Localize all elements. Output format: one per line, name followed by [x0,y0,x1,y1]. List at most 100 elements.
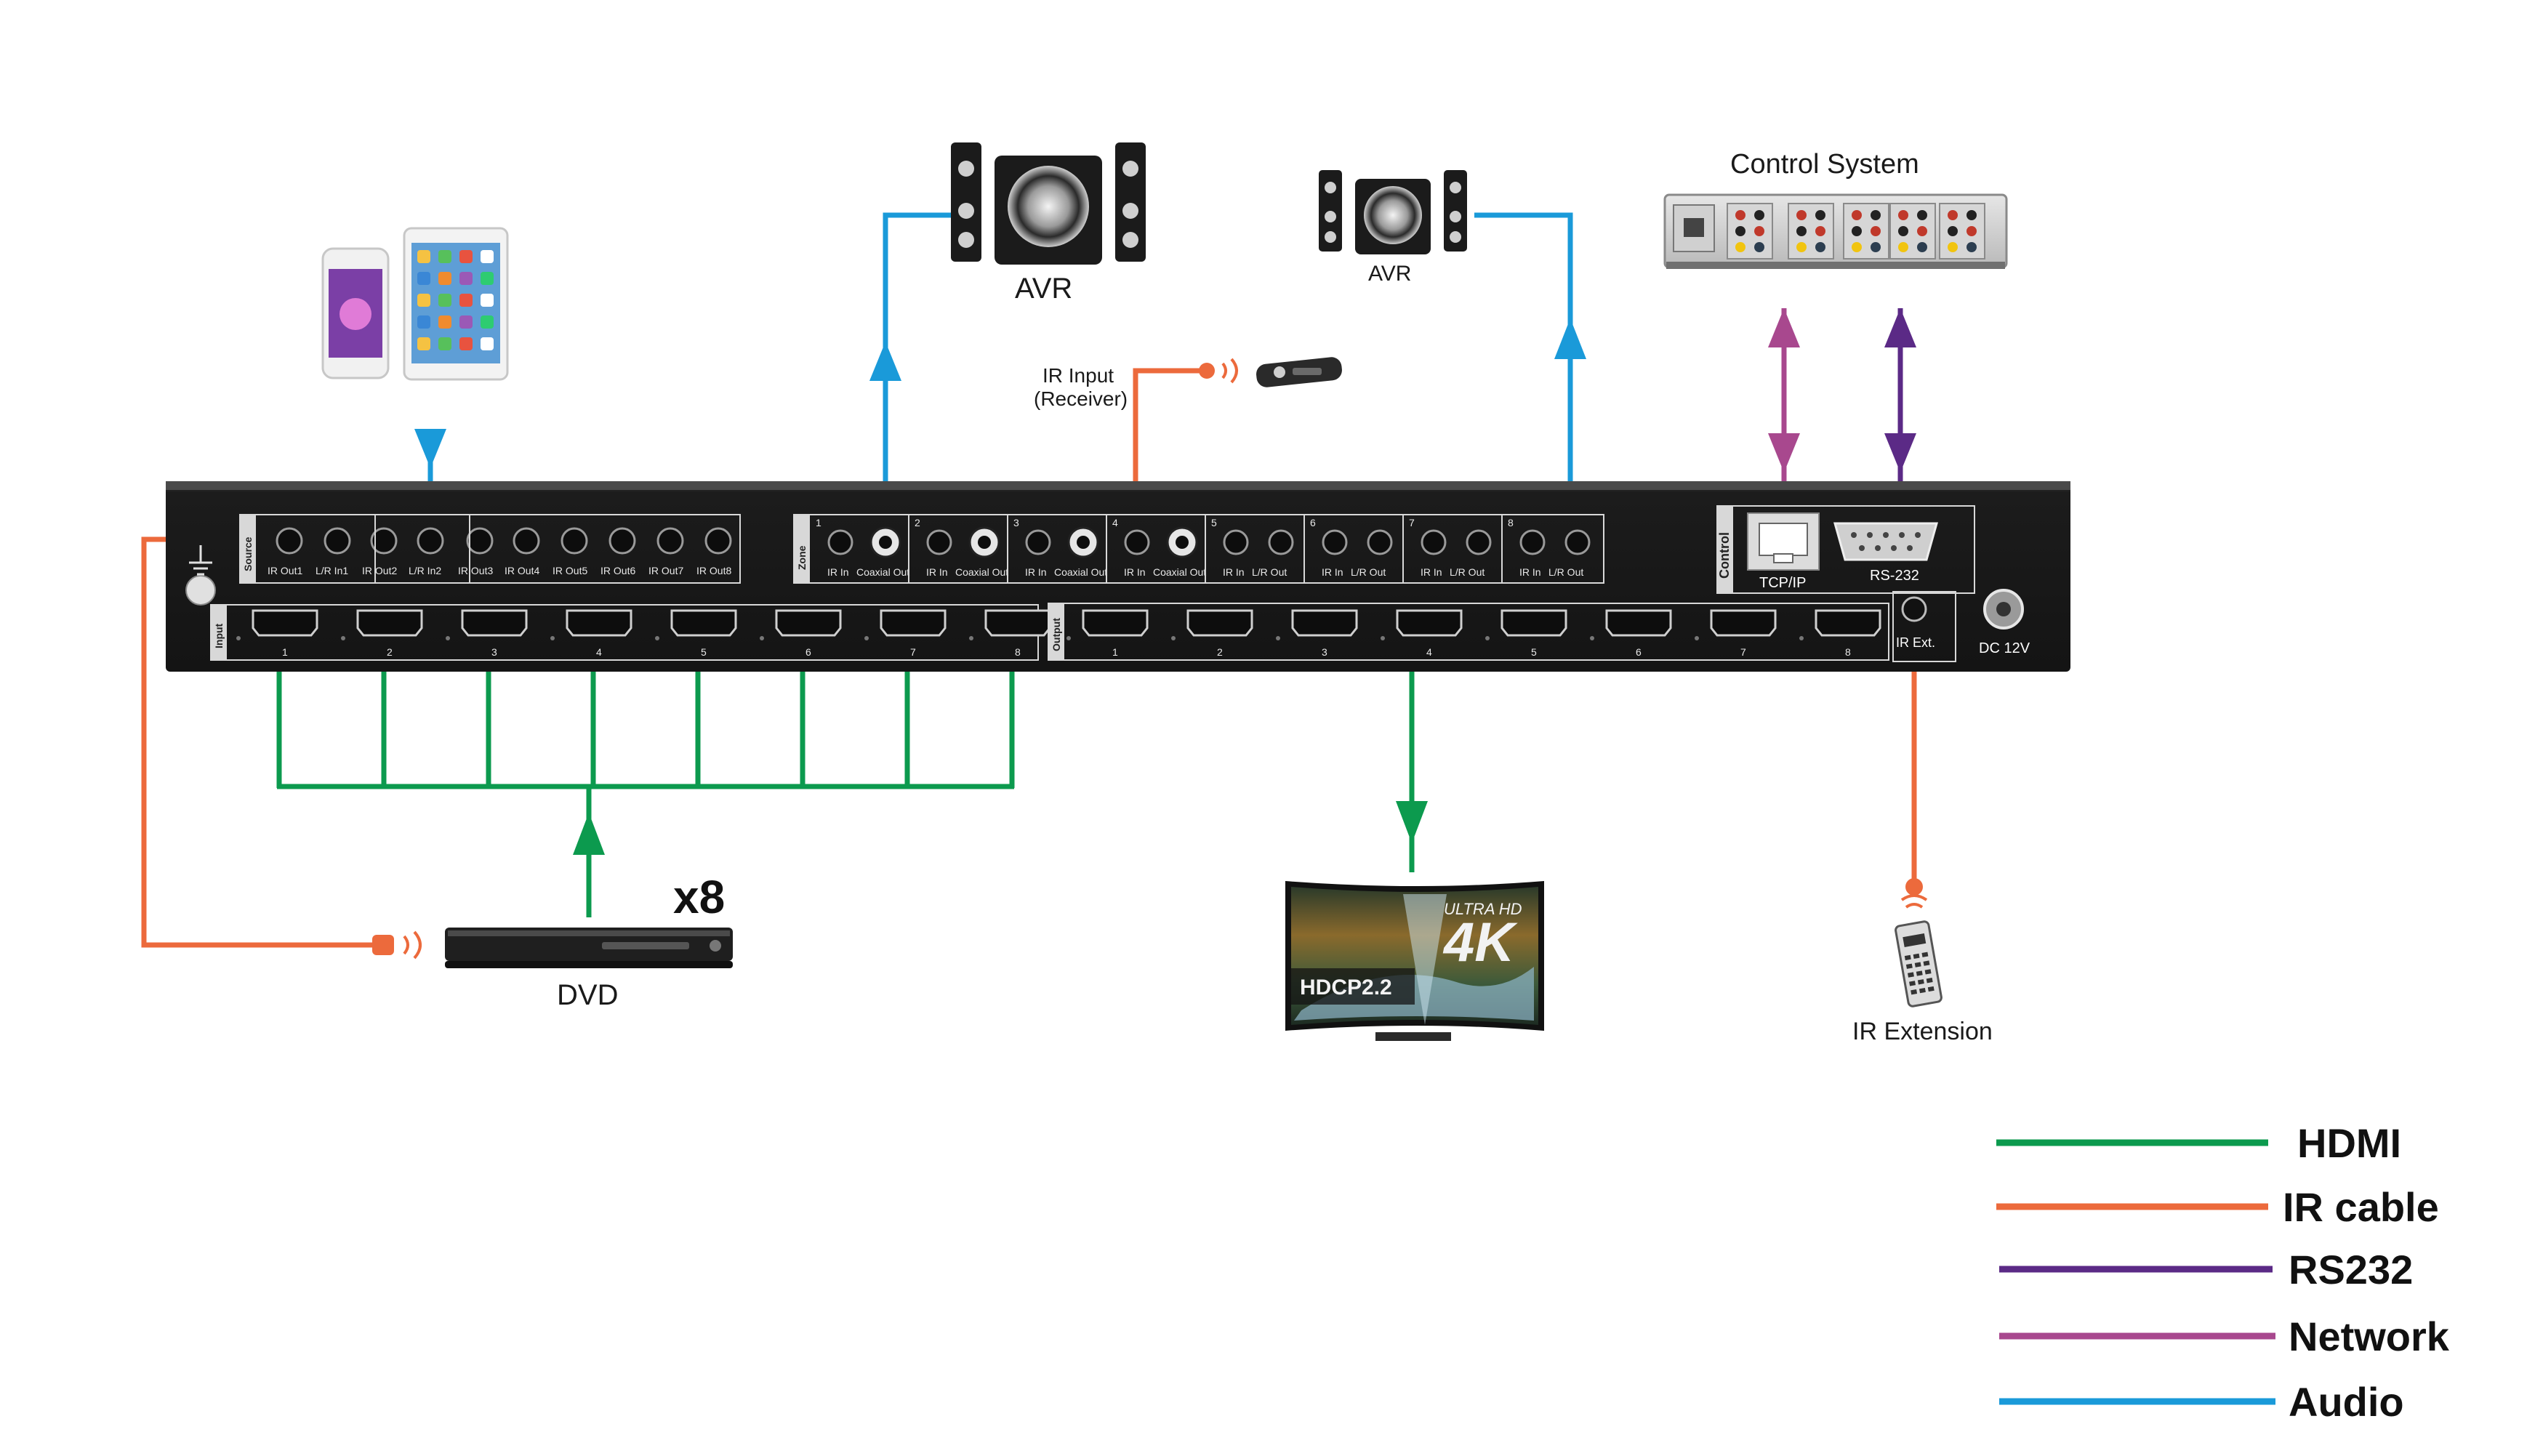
output-led-2 [1171,636,1176,640]
source-jack-2[interactable] [324,527,351,555]
input-port-6[interactable] [775,609,842,637]
zone-coaxial-core-3 [1077,536,1090,549]
source-jack-9[interactable] [656,527,684,555]
zone-lr-out-8[interactable] [1564,529,1591,555]
zone-ir-in-8[interactable] [1519,529,1546,555]
zone-num-3: 3 [1013,517,1019,528]
source-jack-8[interactable] [608,527,636,555]
tablet-app-icon [438,315,451,329]
output-port-1[interactable] [1082,609,1149,637]
zone-label-a-7: IR In [1421,566,1442,578]
zone-lr-out-6[interactable] [1367,529,1393,555]
tablet-app-icon [438,337,451,350]
source-port-label-7: IR Out5 [553,565,587,576]
control-rca-jack [1796,226,1807,236]
input-port-5[interactable] [670,609,737,637]
subwoofer-right-cone [1364,186,1422,244]
output-port-num-5: 5 [1531,646,1537,658]
output-port-8[interactable] [1815,609,1881,637]
zone-label-a-2: IR In [926,566,948,578]
tablet-app-icon [417,294,430,307]
zone-ir-in-5[interactable] [1223,529,1249,555]
zone-label-a-5: IR In [1223,566,1245,578]
output-port-6[interactable] [1605,609,1672,637]
legend-label-ir-cable: IR cable [2283,1184,2439,1230]
output-port-4[interactable] [1396,609,1463,637]
remote-key [1919,987,1926,994]
source-jack-4[interactable] [417,527,444,555]
control-system-label: Control System [1730,149,1919,180]
input-title-strip [211,605,227,660]
input-port-num-5: 5 [701,646,707,658]
zone-ir-in-2[interactable] [926,529,952,555]
tablet-app-icon [459,250,473,263]
control-rca-jack [1898,242,1908,252]
remote-key [1923,960,1930,966]
input-port-1[interactable] [252,609,318,637]
ir-receiver-dot [1199,363,1215,379]
zone-ir-in-4[interactable] [1124,529,1150,555]
source-jack-10[interactable] [704,527,732,555]
input-led-6 [760,636,764,640]
zone-title-strip [794,515,810,583]
input-port-4[interactable] [566,609,632,637]
ir-extension-label: IR Extension [1852,1018,1993,1045]
tablet-app-icon [481,250,494,263]
control-title: Control [1717,532,1732,579]
ir-signal-receiver-icon [1221,358,1238,384]
ir-ext-jack[interactable] [1901,596,1927,622]
output-led-1 [1066,636,1071,640]
zone-num-2: 2 [915,517,920,528]
zone-ir-in-3[interactable] [1025,529,1051,555]
ir-cable-zone4 [1133,368,1205,518]
control-rca-jack [1871,242,1881,252]
zone-coaxial-core-2 [978,536,991,549]
input-led-7 [864,636,869,640]
source-jack-7[interactable] [561,527,588,555]
input-port-7[interactable] [880,609,947,637]
control-rca-jack [1852,210,1862,220]
source-port-label-1: IR Out1 [268,565,302,576]
control-rca-jack [1796,242,1807,252]
hdmi-arrow-down [1396,801,1428,843]
audio-arrow-zone8 [1554,318,1586,359]
ground-symbol-icon [189,545,212,576]
input-port-8[interactable] [984,609,1051,637]
input-port-2[interactable] [356,609,423,637]
legend-label-hdmi: HDMI [2297,1120,2401,1166]
zone-ir-in-6[interactable] [1322,529,1348,555]
output-port-num-1: 1 [1112,646,1118,658]
db9-port-icon[interactable] [1833,522,1938,561]
ir-ext-dot [1905,878,1923,896]
db9-pin [1891,545,1897,551]
rj45-clip [1773,553,1793,563]
source-jack-3[interactable] [370,527,398,555]
source-jack-6[interactable] [513,527,540,555]
input-port-num-8: 8 [1015,646,1021,658]
zone-label-a-3: IR In [1025,566,1047,578]
output-port-2[interactable] [1186,609,1253,637]
source-jack-5[interactable] [466,527,494,555]
source-jack-1[interactable] [276,527,303,555]
output-port-5[interactable] [1500,609,1567,637]
output-port-3[interactable] [1291,609,1358,637]
tablet-app-icon [417,337,430,350]
speaker-left-b [1115,142,1146,262]
output-port-7[interactable] [1710,609,1777,637]
zone-ir-in-7[interactable] [1421,529,1447,555]
zone-lr-out-5[interactable] [1268,529,1294,555]
zone-num-1: 1 [816,517,821,528]
zone-label-a-4: IR In [1124,566,1146,578]
output-port-num-7: 7 [1740,646,1746,658]
remote-key [1921,952,1929,957]
phone-flower [340,298,371,330]
zone-lr-out-7[interactable] [1466,529,1492,555]
input-port-3[interactable] [461,609,528,637]
zone-ir-in-1[interactable] [827,529,853,555]
ir-signal-dvd-icon [403,930,422,960]
input-led-8 [969,636,973,640]
zone-label-b-1: Coaxial Out [856,566,909,578]
zone-num-8: 8 [1508,517,1514,528]
